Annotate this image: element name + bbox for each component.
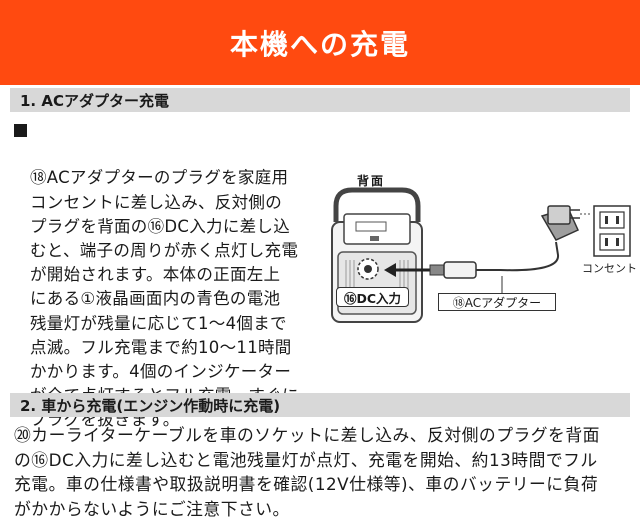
back-view-label: 背面	[357, 174, 386, 188]
square-bullet-icon	[14, 124, 27, 137]
section-heading-ac-adapter: 1. ACアダプター充電	[10, 88, 630, 112]
title-banner: 本機への充電	[0, 0, 640, 85]
car-charging-instructions: ⑳カーライターケーブルを車のソケットに差し込み、反対側のプラグを背面 の⑯DC入…	[14, 425, 600, 519]
page-title: 本機への充電	[229, 27, 410, 61]
ac-adapter-label: ⑱ACアダプター	[438, 293, 556, 311]
charging-diagram: 背面 コンセント ⑯DC入力 ⑱ACアダプター	[330, 110, 640, 330]
wall-outlet-illustration	[593, 205, 631, 257]
ac-adapter-illustration	[540, 205, 592, 241]
ac-adapter-instructions: ⑱ACアダプターのプラグを家庭用 コンセントに差し込み、反対側の プラグを背面の…	[30, 168, 299, 430]
adapter-cable-illustration	[429, 241, 559, 296]
outlet-label: コンセント	[582, 262, 637, 275]
dc-input-label: ⑯DC入力	[336, 287, 409, 307]
section-ac-adapter-body: ⑱ACアダプターのプラグを家庭用 コンセントに差し込み、反対側の プラグを背面の…	[14, 118, 334, 457]
section-heading-car-charging: 2. 車から充電(エンジン作動時に充電)	[10, 393, 630, 417]
